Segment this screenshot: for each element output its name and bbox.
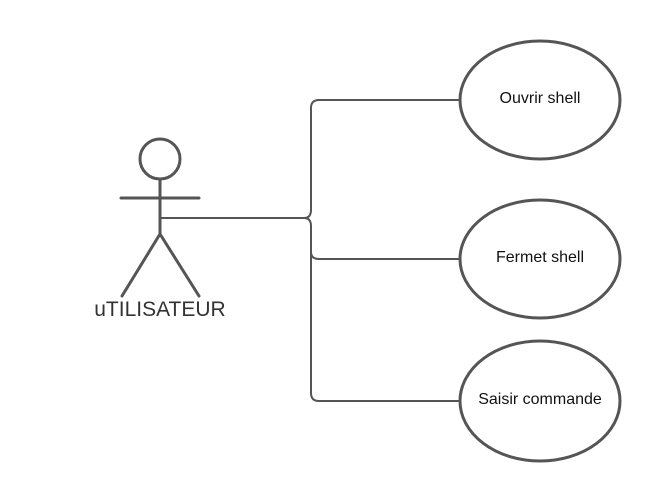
association-saisir-commande xyxy=(310,250,460,402)
use-case-saisir-commande[interactable]: Saisir commande xyxy=(458,339,622,463)
associations xyxy=(160,99,460,402)
use-case-label: Fermet shell xyxy=(496,249,584,266)
use-case-label: Ouvrir shell xyxy=(500,90,581,107)
association-ouvrir-shell xyxy=(160,99,460,219)
use-case-label: Saisir commande xyxy=(478,391,602,408)
association-fermet-shell xyxy=(303,217,460,260)
use-case-ellipse[interactable] xyxy=(458,339,622,463)
actor-left-leg xyxy=(120,232,162,298)
actor-label: uTILISATEUR xyxy=(94,298,225,321)
actor-head xyxy=(138,137,182,181)
actor-right-leg xyxy=(158,232,201,298)
actor-figure xyxy=(119,137,201,298)
use-case-ellipse[interactable] xyxy=(458,198,622,320)
use-case-ouvrir-shell[interactable]: Ouvrir shell xyxy=(458,39,622,161)
use-case-fermet-shell[interactable]: Fermet shell xyxy=(458,198,622,320)
use-case-ellipse[interactable] xyxy=(458,39,622,161)
